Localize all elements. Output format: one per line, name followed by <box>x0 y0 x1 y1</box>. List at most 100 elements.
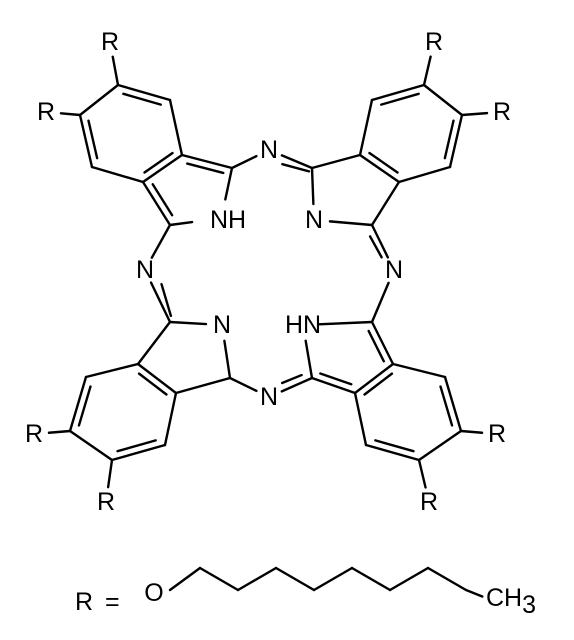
pyrrole-bond-top-left <box>180 153 234 170</box>
pyrrole-bond-bottom-left <box>174 376 232 395</box>
aza-bridge-bond <box>228 376 258 393</box>
aza-bridge-bond <box>370 223 390 259</box>
definition-oxygen: O <box>144 579 163 607</box>
benzene-bond-bottom-left <box>136 362 178 395</box>
pyrrole-bond-top-right <box>310 153 362 170</box>
substituent-bond-top-right <box>460 111 489 117</box>
alkyl-chain-bond <box>274 566 316 592</box>
benzene-bond-top-right <box>422 83 464 117</box>
aza-nitrogen-right: N <box>385 256 403 284</box>
pyrrole-bond-top-left <box>141 180 172 227</box>
aza-double-bond-inner <box>368 235 383 259</box>
substituent-r-top-right-lower: R <box>493 98 511 126</box>
pyrrole-bond-bottom-left <box>223 339 232 380</box>
substituent-r-top-right-upper: R <box>425 28 443 56</box>
aza-bridge-bond <box>150 223 172 259</box>
substituent-bond-top-right <box>422 55 432 87</box>
double-bond-inner-top-left <box>122 92 162 106</box>
double-bond-inner-bottom-right <box>439 385 454 427</box>
pyrrole-bond-bottom-right <box>370 320 395 366</box>
double-bond-inner-bottom-right <box>367 329 385 363</box>
definition-equals: = <box>105 588 120 616</box>
double-bond-inner-bottom-left <box>137 372 168 396</box>
double-bond-inner-top-left <box>151 183 174 217</box>
pyrrole-bond-bottom-right <box>317 320 374 326</box>
double-bond-inner-top-right <box>368 151 399 174</box>
aza-nitrogen-top: N <box>260 136 278 164</box>
definition-r: R <box>75 588 93 616</box>
terminal-ch-text: CH <box>486 584 522 612</box>
substituent-r-bottom-left-upper: R <box>25 420 43 448</box>
aza-bridge-bond <box>370 281 390 324</box>
benzene-bond-top-left <box>78 83 120 117</box>
aza-bridge-bond <box>230 154 258 170</box>
benzene-bond-top-right <box>370 83 426 102</box>
substituent-bond-bottom-left <box>47 429 72 434</box>
double-bond-inner-top-left <box>186 162 225 175</box>
benzene-bond-bottom-right <box>391 362 447 379</box>
alkyl-chain-bond <box>168 566 202 592</box>
substituent-bond-bottom-left <box>106 458 114 489</box>
benzene-bond-bottom-right <box>353 362 395 395</box>
benzene-bond-top-right <box>448 113 464 169</box>
double-bond-inner-top-left <box>87 119 99 160</box>
benzene-bond-bottom-left <box>68 429 114 462</box>
pyrrole-n-top-right: N <box>305 206 323 234</box>
pyrrole-bond-top-right <box>370 180 401 227</box>
pyrrole-nh-top-left: NH <box>210 206 246 234</box>
pyrrole-bond-top-left <box>168 220 194 227</box>
aza-bridge-bond <box>280 154 314 170</box>
alkyl-chain-bond <box>350 566 392 592</box>
definition-terminal-carbon: CH3 <box>486 584 536 619</box>
aza-nitrogen-bottom: N <box>260 383 278 411</box>
substituent-r-bottom-left-lower: R <box>97 488 115 516</box>
substituent-r-top-left-upper: R <box>101 28 119 56</box>
alkyl-chain-bond <box>388 566 430 592</box>
benzene-bond-bottom-left <box>68 375 88 433</box>
alkyl-chain-bond <box>464 588 484 598</box>
alkyl-chain-bond <box>312 566 354 592</box>
pyrrole-n-bottom-left: N <box>213 311 231 339</box>
alkyl-chain-bond <box>426 566 468 592</box>
substituent-r-bottom-right-upper: R <box>488 420 506 448</box>
benzene-bond-top-left <box>116 83 172 102</box>
aza-nitrogen-left: N <box>136 256 154 284</box>
substituent-bond-bottom-right <box>417 458 427 489</box>
substituent-bond-top-left <box>59 112 82 117</box>
terminal-subscript: 3 <box>522 591 536 619</box>
benzene-bond-bottom-right <box>364 443 421 462</box>
benzene-bond-bottom-right <box>443 375 463 433</box>
pyrrole-bond-bottom-right <box>310 376 357 395</box>
double-bond-inner-top-right <box>380 92 420 106</box>
pyrrole-bond-top-right <box>328 220 374 227</box>
double-bond-inner-bottom-right <box>363 372 394 396</box>
benzene-bond-bottom-left <box>163 391 178 447</box>
pyrrole-hn-bottom-right: HN <box>285 311 321 339</box>
pyrrole-bond-bottom-left <box>168 320 208 326</box>
bond-lines <box>47 55 489 598</box>
benzene-bond-top-left <box>168 98 184 157</box>
double-bond-inner-bottom-left <box>116 439 157 453</box>
aza-double-bond-inner <box>281 162 311 173</box>
pyrrole-bond-top-right <box>310 166 315 206</box>
atom-labels: R R R R R R R R N N N N NH N N HN R = O … <box>25 28 536 619</box>
substituent-bond-bottom-right <box>459 429 484 434</box>
benzene-bond-bottom-left <box>110 443 167 462</box>
substituent-r-top-left-lower: R <box>37 98 55 126</box>
pyrrole-bond-top-left <box>224 166 234 201</box>
double-bond-inner-bottom-right <box>319 372 353 386</box>
double-bond-inner-top-left <box>143 151 174 174</box>
benzene-bond-top-left <box>90 165 145 184</box>
substituent-bond-top-left <box>111 55 120 87</box>
benzene-bond-top-left <box>141 153 184 184</box>
aza-double-bond-inner <box>160 282 173 318</box>
benzene-bond-top-right <box>397 165 452 184</box>
double-bond-inner-bottom-left <box>77 385 92 427</box>
pyrrole-bond-bottom-left <box>136 320 172 366</box>
aza-double-bond-inner <box>280 373 303 385</box>
alkyl-chain-bond <box>198 566 240 592</box>
pyrrole-bond-bottom-right <box>304 339 314 380</box>
substituent-r-bottom-right-lower: R <box>420 488 438 516</box>
alkyl-chain-bond <box>236 566 278 592</box>
